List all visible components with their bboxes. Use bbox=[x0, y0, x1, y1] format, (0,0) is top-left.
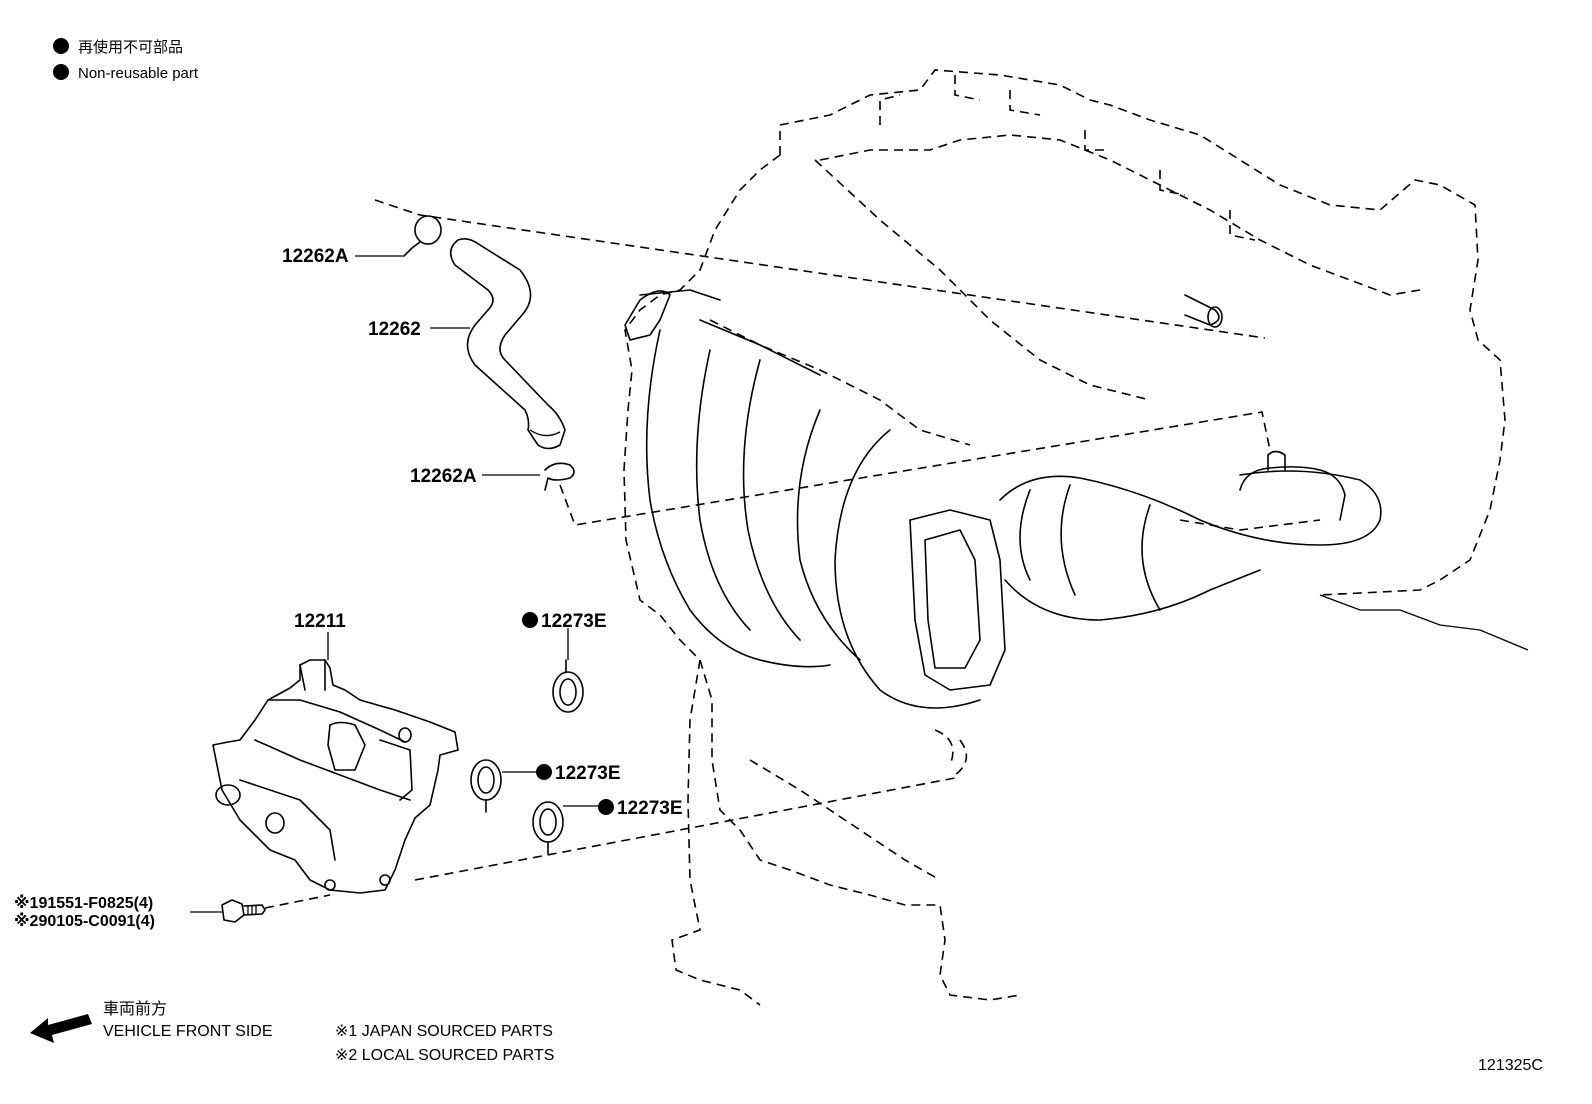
gaskets bbox=[470, 659, 584, 855]
hose-assembly bbox=[404, 215, 575, 491]
callout-hose: 12262 bbox=[368, 319, 421, 340]
callout-gasket-1: 12273E bbox=[541, 611, 607, 632]
hose-clamp-upper bbox=[414, 215, 442, 245]
non-reusable-marker-icon bbox=[53, 38, 69, 54]
non-reusable-marker-icon bbox=[536, 764, 552, 780]
callout-clamp-lower: 12262A bbox=[410, 466, 477, 487]
callout-gasket-3: 12273E bbox=[617, 798, 683, 819]
leader-lines bbox=[190, 255, 600, 913]
hose-clamp-lower bbox=[544, 462, 575, 491]
mount-bolt bbox=[221, 899, 266, 923]
callout-mount: 12211 bbox=[294, 611, 346, 632]
note-japan-sourced: ※1 JAPAN SOURCED PARTS bbox=[335, 1023, 553, 1040]
intake-assembly bbox=[624, 289, 1529, 709]
note-local-sourced: ※2 LOCAL SOURCED PARTS bbox=[335, 1047, 554, 1064]
non-reusable-marker-icon bbox=[522, 612, 538, 628]
callout-bolt-1: ※191551-F0825(4) bbox=[14, 894, 153, 912]
breather-hose bbox=[449, 238, 566, 450]
direction-text-ja: 車両前方 bbox=[103, 1000, 167, 1018]
callout-clamp-upper: 12262A bbox=[282, 246, 349, 267]
gasket-1 bbox=[552, 659, 584, 713]
non-reusable-marker-icon bbox=[598, 799, 614, 815]
legend-text-en: Non-reusable part bbox=[78, 65, 199, 82]
gasket-3 bbox=[532, 801, 564, 855]
non-reusable-marker-icon bbox=[53, 64, 69, 80]
direction-text-en: VEHICLE FRONT SIDE bbox=[103, 1023, 273, 1040]
mount-bracket bbox=[212, 659, 459, 894]
assembly-lines bbox=[264, 199, 1271, 909]
engine-outline bbox=[623, 69, 1506, 1006]
legend: 再使用不可部品 Non-reusable part bbox=[53, 38, 199, 82]
legend-text-ja: 再使用不可部品 bbox=[78, 39, 183, 56]
gasket-2 bbox=[470, 759, 502, 813]
vehicle-front-arrow-icon bbox=[30, 1014, 92, 1043]
footer: 車両前方 VEHICLE FRONT SIDE ※1 JAPAN SOURCED… bbox=[30, 1000, 1543, 1074]
callout-bolt-2: ※290105-C0091(4) bbox=[14, 912, 155, 930]
figure-id: 121325C bbox=[1478, 1057, 1543, 1074]
callout-gasket-2: 12273E bbox=[555, 763, 621, 784]
callout-labels: 12262A 12262 12262A 12211 12273E 12273E … bbox=[14, 246, 683, 930]
